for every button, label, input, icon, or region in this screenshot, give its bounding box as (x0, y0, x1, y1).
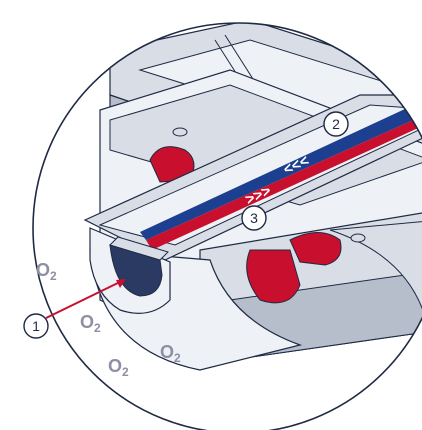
blue-flow-stripe (140, 102, 422, 240)
callout-number: 2 (332, 116, 340, 132)
callout-leader-line (45, 279, 125, 319)
oxygen-label: O2 (36, 260, 57, 283)
numbered-callout-circle-icon (241, 205, 267, 231)
oxygen-label: O2 (160, 342, 181, 365)
callout-number: 1 (32, 318, 40, 334)
callout-3: 3 (241, 205, 267, 231)
arrow-head-icon (116, 279, 126, 288)
sensor-channel (83, 94, 422, 314)
oxygen-label: O2 (80, 312, 101, 335)
oxygen-label: O2 (108, 356, 129, 379)
magnifier-lens-outline (32, 22, 422, 430)
oxygen-molecules: O2 O2 O2 O2 (36, 260, 181, 379)
red-flow-stripe (146, 108, 422, 250)
callout-2: 2 (323, 111, 349, 137)
main-housing (89, 69, 422, 371)
numbered-callout-circle-icon (323, 111, 349, 137)
numbered-callout-circle-icon (23, 313, 49, 339)
callout-number: 3 (250, 210, 258, 226)
callout-1: 1 (23, 279, 126, 339)
red-seals (149, 146, 342, 304)
